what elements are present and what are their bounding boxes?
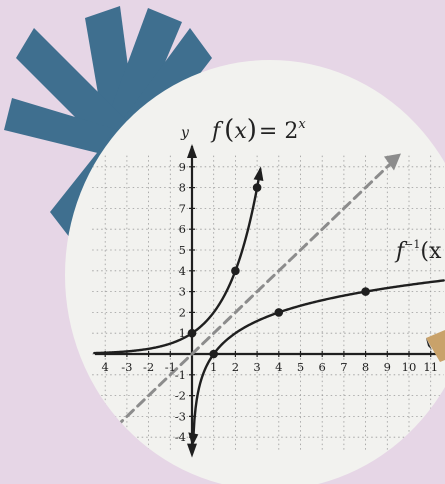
series-line xyxy=(93,168,262,355)
finv-label-exp: −1 xyxy=(404,238,420,251)
y-axis-label: y xyxy=(180,125,190,141)
y-tick-label: 3 xyxy=(179,285,186,299)
data-points xyxy=(187,183,370,359)
series-line xyxy=(192,279,445,440)
x-tick-label: 4 xyxy=(102,360,109,374)
x-tick-label: 9 xyxy=(384,360,391,374)
data-point xyxy=(209,349,218,359)
y-tick-label: -2 xyxy=(175,389,186,403)
data-point xyxy=(361,287,370,296)
x-tick-label: 5 xyxy=(297,360,304,374)
x-tick-label: -1 xyxy=(165,360,176,374)
y-tick-label: 8 xyxy=(179,181,186,195)
y-tick-label: 1 xyxy=(179,326,186,340)
y-axis-arrow-down xyxy=(187,443,197,458)
x-tick-label: 3 xyxy=(253,360,260,374)
x-tick-label: 8 xyxy=(362,360,369,374)
f-label: f(x)= 2x xyxy=(210,115,306,145)
finv-label-arg: (x xyxy=(420,239,442,264)
f-label-eq: = 2 xyxy=(259,119,298,144)
curves xyxy=(93,153,445,447)
series-arrow xyxy=(383,153,401,171)
data-point xyxy=(252,183,262,192)
x-tick-label: 7 xyxy=(340,360,347,374)
x-tick-label: 11 xyxy=(423,360,438,374)
x-tick-label: 2 xyxy=(232,360,239,374)
grid xyxy=(92,154,444,450)
x-tick-label: 1 xyxy=(210,360,217,374)
data-point xyxy=(187,328,197,338)
x-tick-label: -3 xyxy=(121,360,132,374)
y-tick-label: 6 xyxy=(179,222,186,236)
y-tick-label: 4 xyxy=(179,264,186,278)
f-label-arg: x xyxy=(234,119,247,144)
asterisk-arm xyxy=(16,28,128,150)
y-tick-label: -1 xyxy=(175,368,186,382)
series-arrow xyxy=(253,166,264,182)
x-tick-label: 10 xyxy=(402,360,417,374)
y-tick-label: 9 xyxy=(179,160,186,174)
pencil-icon xyxy=(426,330,445,362)
f-label-exp: x xyxy=(298,117,306,132)
y-tick-label: 7 xyxy=(179,201,186,215)
y-tick-label: 2 xyxy=(179,305,186,319)
asterisk-arm xyxy=(4,98,125,158)
x-tick-label: 6 xyxy=(319,360,326,374)
y-tick-label: -3 xyxy=(175,409,186,423)
y-tick-label: 5 xyxy=(179,243,186,257)
series-line xyxy=(103,156,398,439)
axes xyxy=(95,144,445,458)
x-tick-label: -2 xyxy=(143,360,154,374)
x-tick-label: 4 xyxy=(275,360,282,374)
y-tick-label: -4 xyxy=(175,430,186,444)
data-point xyxy=(231,266,240,276)
y-axis-arrow-up xyxy=(187,144,197,158)
series-arrow xyxy=(188,432,199,447)
data-point xyxy=(274,308,284,317)
